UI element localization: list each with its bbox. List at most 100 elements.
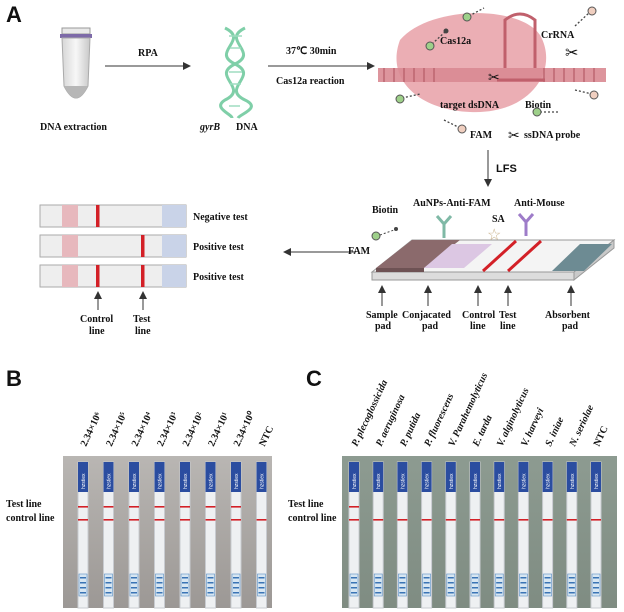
strip-mark xyxy=(105,587,112,589)
strip-brand: hzstiex xyxy=(473,473,479,489)
strip-control-band xyxy=(470,519,480,521)
strip-mark xyxy=(375,592,382,594)
control-band xyxy=(96,205,100,227)
strip-cap xyxy=(231,462,241,492)
panel-b-label-2: 2.34×10⁴ xyxy=(130,411,155,448)
strip-sample-well xyxy=(206,573,215,597)
strip-mark xyxy=(544,582,551,584)
strip-sample-well xyxy=(129,573,139,597)
panel-a-letter: A xyxy=(6,2,22,27)
positive-test-label-2: Positive test xyxy=(193,272,244,283)
strip-mark xyxy=(182,582,188,584)
strip-cap xyxy=(518,462,529,492)
strip-sample-well xyxy=(104,573,113,597)
dna-helix-icon xyxy=(219,26,253,120)
strip-fam-label: FAM xyxy=(348,246,371,257)
strip-control-band xyxy=(566,519,577,521)
strip-control-line xyxy=(481,239,518,273)
strip-control-band xyxy=(518,519,529,521)
strip-mark xyxy=(593,592,599,594)
sample-pad-label-2: pad xyxy=(375,321,392,332)
strip-mark xyxy=(472,587,478,589)
strip-mark xyxy=(233,582,239,584)
strip-control-band xyxy=(180,519,190,521)
strip-cap xyxy=(591,462,601,492)
strip-mark xyxy=(496,587,503,589)
strip-control-band xyxy=(256,519,267,521)
strip-control-band xyxy=(205,519,216,521)
strip-mark xyxy=(105,592,112,594)
result-strips xyxy=(39,204,187,288)
strip-mark xyxy=(423,592,430,594)
strip-cap xyxy=(205,462,216,492)
strip-cap xyxy=(421,462,432,492)
gyrb-label: gyrB xyxy=(199,122,220,133)
strip-brand: hzstiex xyxy=(521,473,527,489)
panel-c-control-line-label: control line xyxy=(288,513,337,524)
dna-rungs xyxy=(229,35,242,107)
panel-c-label-5: E. tarda xyxy=(470,413,494,449)
strip-control-band xyxy=(494,519,505,521)
strip-control-band xyxy=(103,519,114,521)
strip-mark xyxy=(375,587,382,589)
dna-extraction-label: DNA extraction xyxy=(40,122,107,133)
strip-mark xyxy=(399,587,406,589)
strip-cap xyxy=(445,462,456,492)
strip-mark xyxy=(568,577,575,579)
strip-test-band xyxy=(103,506,114,508)
strip-mark xyxy=(472,582,478,584)
strip-mark xyxy=(568,592,575,594)
cas12a-label: Cas12a xyxy=(440,36,471,47)
strip-test-line xyxy=(506,239,543,273)
strip-cap xyxy=(397,462,408,492)
strip-cap xyxy=(180,462,190,492)
panel-b-label-6: 2.34×10⁰ xyxy=(232,410,258,448)
strip-mark xyxy=(447,587,454,589)
panel-c-test-line-label: Test line xyxy=(288,499,324,510)
control-band xyxy=(96,265,100,287)
strip-sample-well xyxy=(180,573,190,597)
strip-cap xyxy=(103,462,114,492)
strip-brand: hzstiex xyxy=(570,473,576,489)
strip-sample-well xyxy=(543,573,552,597)
strip-test-band xyxy=(129,506,139,508)
strip-control-band xyxy=(591,519,601,521)
strip-brand: hzstiex xyxy=(81,473,87,489)
strip-sample-well xyxy=(519,573,528,597)
strip-mark xyxy=(472,577,478,579)
strip-mark xyxy=(447,582,454,584)
conj-pad-label-2: pad xyxy=(422,321,439,332)
strip-control-band xyxy=(154,519,165,521)
absorbent-pad-label-2: pad xyxy=(562,321,579,332)
strip-mark xyxy=(207,592,214,594)
strip-cap xyxy=(256,462,267,492)
strip-brand: hzstiex xyxy=(352,473,358,489)
strip-sample-well xyxy=(349,573,359,597)
strip-test-band xyxy=(205,506,216,508)
test-band xyxy=(141,235,145,257)
ssdna-probes xyxy=(401,7,593,129)
antibody-icons: ☆ xyxy=(371,213,535,244)
strip-mark xyxy=(520,587,527,589)
absorbent-pad-label-1: Absorbent xyxy=(545,310,591,321)
control-line-label-1: Control xyxy=(80,314,113,325)
strip-mark xyxy=(351,582,357,584)
strip-mark xyxy=(207,577,214,579)
ctrl-line-label-2: line xyxy=(470,321,486,332)
strip-brand: hzstiex xyxy=(594,473,600,489)
strip-mark xyxy=(496,577,503,579)
strip-cap xyxy=(154,462,165,492)
strip-cap xyxy=(470,462,480,492)
strip-mark xyxy=(447,577,454,579)
strip-mark xyxy=(131,592,137,594)
strip-mark xyxy=(375,577,382,579)
strip-mark xyxy=(544,587,551,589)
strip-mark xyxy=(593,587,599,589)
strip-mark xyxy=(423,582,430,584)
strip-mark xyxy=(568,587,575,589)
strip-cap xyxy=(349,462,359,492)
aunps-label: AuNPs-Anti-FAM xyxy=(413,198,491,209)
strip-mark xyxy=(544,577,551,579)
